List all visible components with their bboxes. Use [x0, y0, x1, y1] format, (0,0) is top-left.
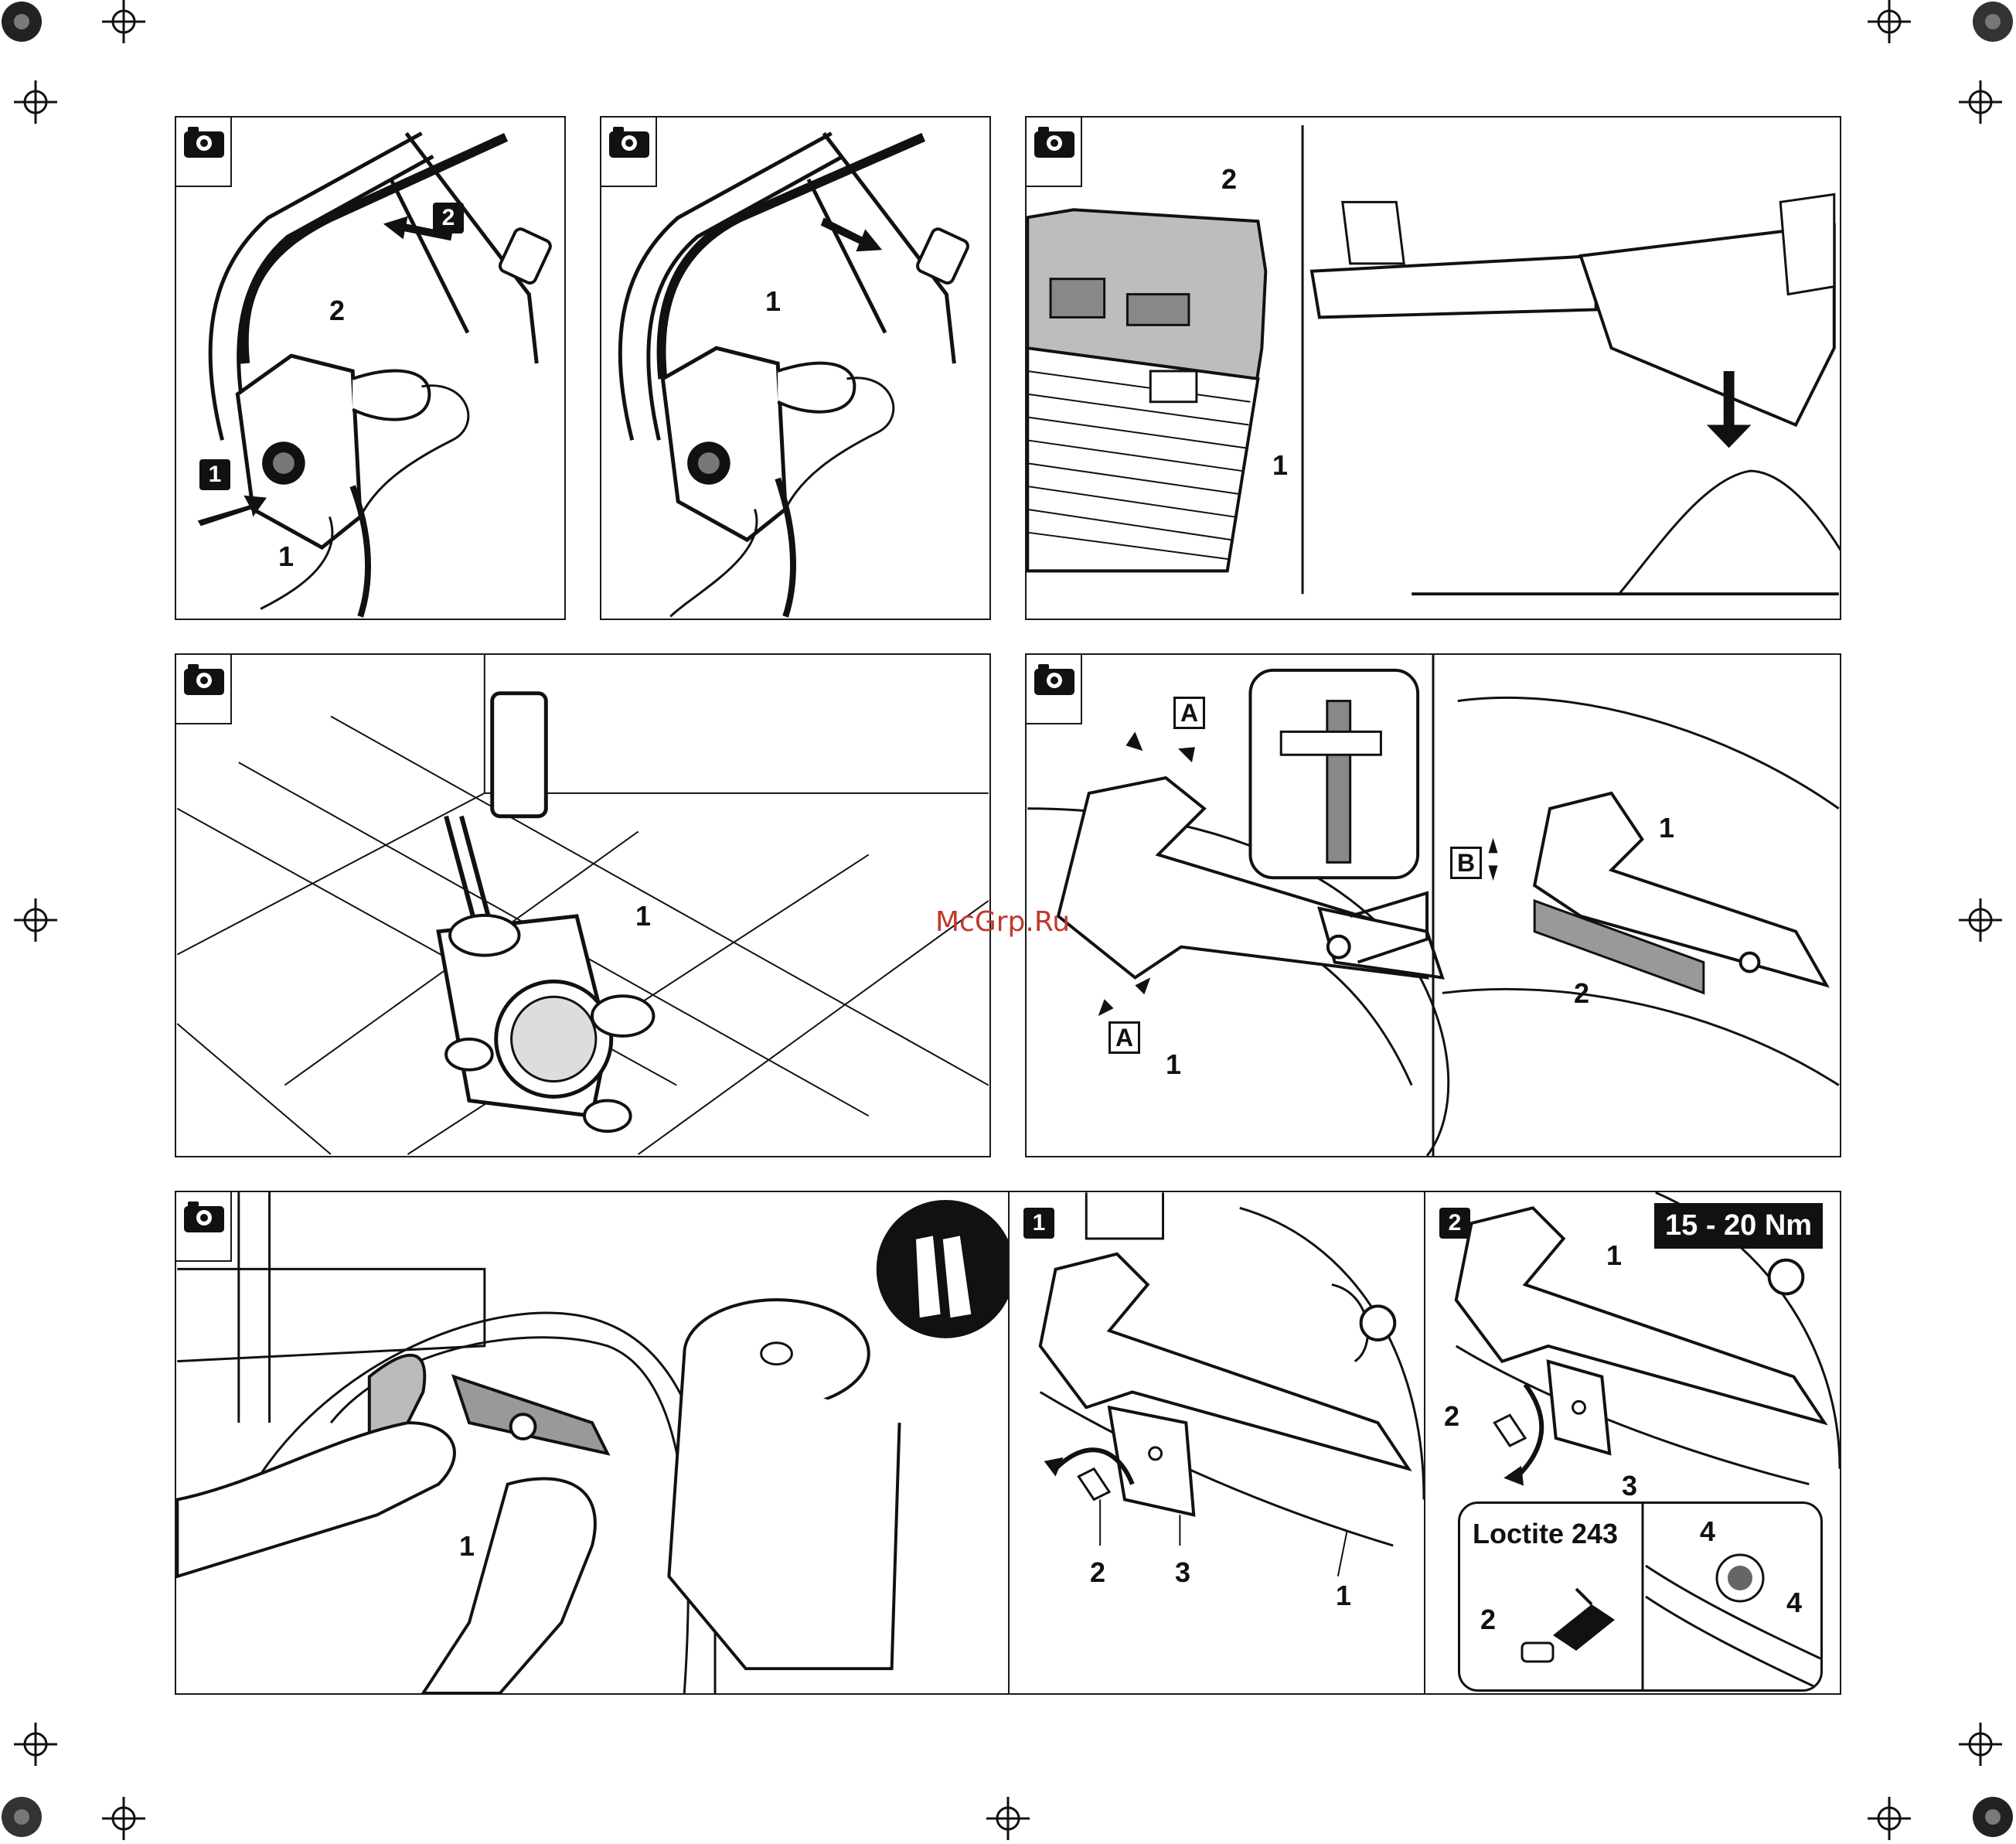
part-label: 1: [459, 1532, 475, 1560]
dimension-label: A: [1173, 697, 1205, 729]
part-label: 4: [1700, 1518, 1715, 1546]
registration-mark-icon: [1959, 1723, 2002, 1766]
mower-handle-switch-illustration: [176, 118, 564, 619]
part-label: 2: [1480, 1606, 1496, 1634]
camera-icon: [176, 655, 232, 724]
dimension-label: A: [1108, 1021, 1140, 1054]
step-badge: 1: [1023, 1208, 1054, 1239]
part-label: 4: [1786, 1589, 1802, 1617]
registration-mark-icon: [1971, 0, 2014, 43]
registration-mark-icon: [102, 0, 145, 43]
grass-catcher-illustration: [1027, 118, 1840, 619]
mower-tilted-illustration: [176, 655, 989, 1156]
camera-icon: [601, 118, 657, 187]
part-label: 1: [1166, 1051, 1181, 1079]
part-label: 2: [1221, 165, 1237, 193]
part-label: 1: [635, 902, 651, 930]
loctite-title: Loctite 243: [1473, 1518, 1618, 1550]
part-label: 2: [1090, 1559, 1105, 1587]
camera-icon: [176, 118, 232, 187]
part-label: 1: [278, 543, 294, 571]
figure-unscrew-blade: 1 2 3 1: [1008, 1191, 1425, 1695]
registration-mark-icon: [1959, 898, 2002, 942]
loctite-detail: Loctite 243 2 4 4: [1458, 1501, 1823, 1692]
blade-removal-illustration: [176, 1192, 1008, 1693]
registration-mark-icon: [0, 1795, 43, 1839]
mower-handle-release-illustration: [601, 118, 989, 619]
watermark: McGrp.Ru: [935, 906, 1070, 938]
registration-mark-icon: [1971, 1795, 2014, 1839]
part-label: 1: [1659, 814, 1674, 842]
figure-blade-inspection: A A 1 B 1 2: [1025, 653, 1841, 1157]
unscrew-blade-illustration: [1010, 1192, 1424, 1693]
part-label: 1: [765, 288, 781, 315]
registration-mark-icon: [1959, 80, 2002, 124]
step-badge: 1: [199, 459, 230, 490]
figure-grass-catcher-empty: 2 1: [1025, 116, 1841, 620]
part-label: 2: [1444, 1403, 1459, 1430]
part-label: 2: [1574, 980, 1589, 1007]
dimension-label: B: [1450, 847, 1482, 879]
figure-switch-release: 1: [600, 116, 991, 620]
part-label: 3: [1622, 1472, 1637, 1500]
part-label: 1: [1606, 1242, 1622, 1270]
camera-icon: [1027, 118, 1082, 187]
registration-mark-icon: [1868, 0, 1911, 43]
registration-mark-icon: [1868, 1797, 1911, 1840]
registration-mark-icon: [0, 0, 43, 43]
blade-wear-illustration: [1027, 655, 1840, 1156]
figure-fasten-blade: 2 15 - 20 Nm 1 2 3 Loctite 243 2 4 4: [1424, 1191, 1841, 1695]
registration-mark-icon: [14, 80, 57, 124]
registration-mark-icon: [14, 1723, 57, 1766]
registration-mark-icon: [986, 1797, 1030, 1840]
step-badge: 2: [1439, 1208, 1470, 1239]
registration-mark-icon: [102, 1797, 145, 1840]
step-badge: 2: [433, 203, 464, 233]
figure-switch-press: 1 2 2 1: [175, 116, 566, 620]
part-label: 3: [1175, 1559, 1190, 1587]
camera-icon: [176, 1192, 232, 1262]
part-label: 1: [1272, 452, 1288, 479]
figure-mower-tilted: 1: [175, 653, 991, 1157]
part-label: 1: [1336, 1582, 1351, 1610]
registration-mark-icon: [14, 898, 57, 942]
torque-spec: 15 - 20 Nm: [1654, 1203, 1823, 1249]
part-label: 2: [329, 297, 345, 325]
camera-icon: [1027, 655, 1082, 724]
figure-blade-removal: 1: [175, 1191, 1010, 1695]
